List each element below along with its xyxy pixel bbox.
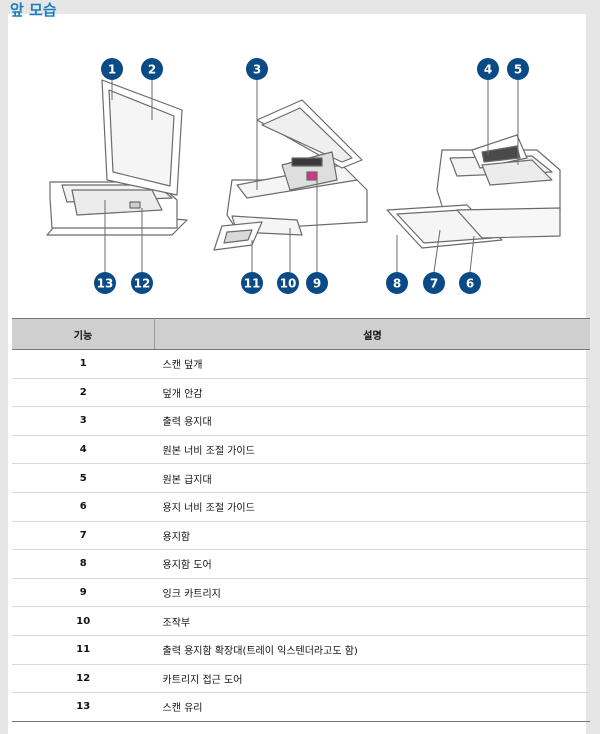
svg-text:12: 12 <box>134 277 151 291</box>
callout-12: 12 <box>131 272 153 294</box>
printer-illustrations: 1 2 3 4 5 6 7 8 9 10 11 12 13 <box>46 58 561 294</box>
row-number: 7 <box>12 521 155 551</box>
row-description: 출력 용지함 확장대(트레이 익스텐더라고도 함) <box>154 635 590 665</box>
callout-6: 6 <box>459 272 481 294</box>
table-header-row: 기능 설명 <box>12 318 590 350</box>
callout-2: 2 <box>141 58 163 80</box>
svg-text:9: 9 <box>313 277 321 291</box>
leader-lines <box>104 78 519 273</box>
header-description: 설명 <box>154 318 590 350</box>
callout-10: 10 <box>277 272 299 294</box>
callout-4: 4 <box>477 58 499 80</box>
svg-text:4: 4 <box>484 63 492 77</box>
row-description: 용지 너비 조절 가이드 <box>154 492 590 522</box>
row-number: 12 <box>12 664 155 694</box>
svg-text:13: 13 <box>97 277 114 291</box>
row-description: 스캔 덮개 <box>154 349 590 379</box>
callout-11: 11 <box>241 272 263 294</box>
row-number: 6 <box>12 492 155 522</box>
callout-3: 3 <box>246 58 268 80</box>
svg-text:2: 2 <box>148 63 156 77</box>
printer-front-figure: 1 2 3 4 5 6 7 8 9 10 11 12 13 <box>12 40 588 310</box>
row-number: 10 <box>12 606 155 636</box>
header-function: 기능 <box>12 318 155 350</box>
row-number: 13 <box>12 692 155 722</box>
printer-cartridge-open <box>213 99 368 251</box>
row-description: 조작부 <box>154 606 590 636</box>
callout-13: 13 <box>94 272 116 294</box>
row-description: 스캔 유리 <box>154 692 590 722</box>
svg-text:7: 7 <box>430 277 438 291</box>
callout-8: 8 <box>386 272 408 294</box>
svg-text:1: 1 <box>108 63 116 77</box>
printer-tray-open <box>386 134 561 249</box>
callout-5: 5 <box>507 58 529 80</box>
row-number: 5 <box>12 463 155 493</box>
row-description: 잉크 카트리지 <box>154 578 590 608</box>
row-description: 덮개 안감 <box>154 378 590 408</box>
row-number: 2 <box>12 378 155 408</box>
row-number: 3 <box>12 406 155 436</box>
row-description: 원본 급지대 <box>154 463 590 493</box>
row-description: 용지함 <box>154 521 590 551</box>
row-number: 9 <box>12 578 155 608</box>
row-description: 용지함 도어 <box>154 549 590 579</box>
svg-text:11: 11 <box>244 277 261 291</box>
row-number: 8 <box>12 549 155 579</box>
callout-1: 1 <box>101 58 123 80</box>
row-number: 11 <box>12 635 155 665</box>
svg-text:3: 3 <box>253 63 261 77</box>
callout-9: 9 <box>306 272 328 294</box>
svg-text:6: 6 <box>466 277 474 291</box>
row-description: 원본 너비 조절 가이드 <box>154 435 590 465</box>
callout-7: 7 <box>423 272 445 294</box>
section-title: 앞 모습 <box>10 1 57 19</box>
row-description: 카트리지 접근 도어 <box>154 664 590 694</box>
row-number: 1 <box>12 349 155 379</box>
row-description: 출력 용지대 <box>154 406 590 436</box>
printer-open-lid <box>46 79 188 236</box>
svg-text:10: 10 <box>280 277 297 291</box>
svg-text:8: 8 <box>393 277 401 291</box>
svg-text:5: 5 <box>514 63 522 77</box>
row-number: 4 <box>12 435 155 465</box>
